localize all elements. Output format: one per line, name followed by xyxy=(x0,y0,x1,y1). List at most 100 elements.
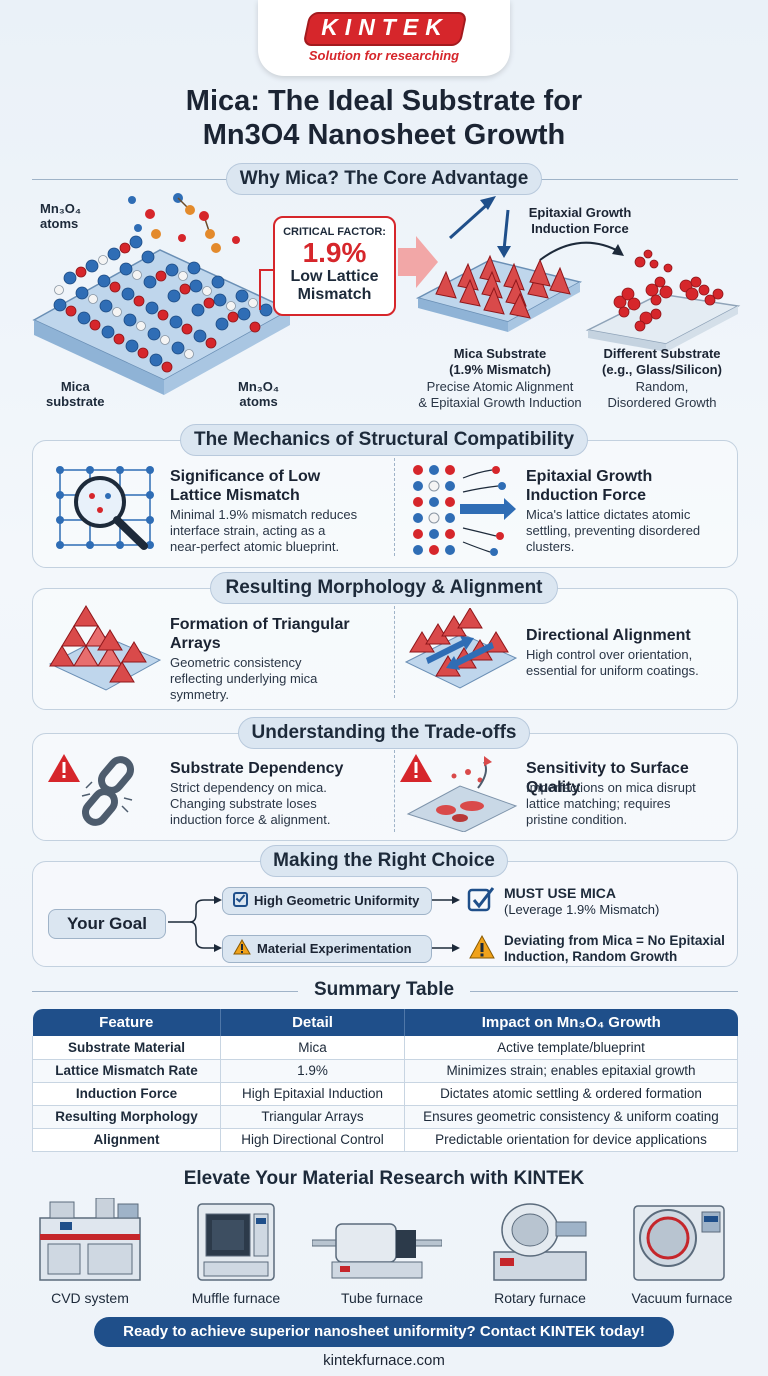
section-heading-choice: Making the Right Choice xyxy=(260,845,508,877)
different-substrate-desc: Random, Disordered Growth xyxy=(607,379,717,410)
atoms-label-top: Mn₃O₄ atoms xyxy=(40,201,82,231)
table-row: Resulting Morphology Triangular Arrays E… xyxy=(32,1105,738,1129)
table-cell: Alignment xyxy=(32,1128,221,1152)
disordered-clusters xyxy=(613,249,724,332)
atom-lattice xyxy=(53,235,273,373)
table-cell: Active template/blueprint xyxy=(404,1036,738,1060)
morphology-panel xyxy=(32,588,738,710)
floating-atoms xyxy=(128,193,240,253)
section-heading-why: Why Mica? The Core Advantage xyxy=(226,163,542,195)
tradeoffs-right-text: Imperfections on mica disrupt lattice ma… xyxy=(526,780,696,827)
morphology-left-title: Formation of Triangular Arrays xyxy=(170,616,350,652)
option-experimentation[interactable]: Material Experimentation xyxy=(222,935,432,963)
table-cell: Minimizes strain; enables epitaxial grow… xyxy=(404,1059,738,1083)
table-header-impact: Impact on Mn₃O₄ Growth xyxy=(404,1009,738,1036)
divider xyxy=(394,750,395,832)
brand-logo[interactable]: KINTEK xyxy=(321,14,449,40)
mica-substrate-title: Mica Substrate (1.9% Mismatch) xyxy=(449,346,551,377)
substrate-dependency-icon xyxy=(48,754,134,826)
triangle-array-icon xyxy=(48,605,162,691)
epitaxial-arrow-2 xyxy=(502,209,510,251)
product-label-vacuum[interactable]: Vacuum furnace xyxy=(631,1290,733,1306)
critical-desc: Low Lattice Mismatch xyxy=(290,268,379,303)
different-substrate-title: Different Substrate (e.g., Glass/Silicon… xyxy=(602,346,722,377)
atoms-induction-icon xyxy=(413,465,516,556)
section-heading-tradeoffs: Understanding the Trade-offs xyxy=(238,717,530,749)
critical-factor-box: CRITICAL FACTOR: 1.9% Low Lattice Mismat… xyxy=(273,216,396,316)
directional-alignment-icon xyxy=(404,608,518,689)
morphology-left-text: Geometric consistency reflecting underly… xyxy=(170,655,318,702)
arrow-right xyxy=(398,236,438,288)
checkbox-icon xyxy=(233,892,248,907)
mica-label: Mica substrate xyxy=(46,379,105,409)
title-line-1: Mica: The Ideal Substrate for xyxy=(185,85,583,117)
summary-heading: Summary Table xyxy=(313,979,455,1000)
products-heading: Elevate Your Material Research with KINT… xyxy=(183,1168,585,1189)
section-heading-mechanics: The Mechanics of Structural Compatibilit… xyxy=(180,424,588,456)
curved-arrow xyxy=(539,241,621,261)
product-label-rotary[interactable]: Rotary furnace xyxy=(494,1290,586,1306)
product-label-muffle[interactable]: Muffle furnace xyxy=(191,1290,281,1306)
critical-label: CRITICAL FACTOR: xyxy=(283,226,386,238)
epitaxial-arrow-1 xyxy=(448,200,492,240)
mechanics-left-text: Minimal 1.9% mismatch reduces interface … xyxy=(170,507,358,554)
magnifier-lattice-icon xyxy=(56,466,154,550)
epitaxial-label: Epitaxial Growth Induction Force xyxy=(528,205,632,236)
summary-table: Feature Detail Impact on Mn₃O₄ Growth Su… xyxy=(32,1009,738,1152)
morphology-right-text: High control over orientation, essential… xyxy=(526,647,699,678)
rotary-furnace-icon[interactable] xyxy=(490,1200,590,1284)
table-cell: Mica xyxy=(220,1036,405,1060)
product-label-tube[interactable]: Tube furnace xyxy=(341,1290,423,1306)
why-illustration xyxy=(32,193,741,395)
tradeoffs-left-text: Strict dependency on mica. Changing subs… xyxy=(170,780,331,827)
contact-cta-button[interactable]: Ready to achieve superior nanosheet unif… xyxy=(94,1317,674,1347)
brand-tagline: Solution for researching xyxy=(308,48,460,63)
section-heading-morphology: Resulting Morphology & Alignment xyxy=(210,572,558,604)
mechanics-right-title: Epitaxial Growth Induction Force xyxy=(526,468,653,504)
table-cell: High Epitaxial Induction xyxy=(220,1082,405,1106)
option-experimentation-label: Material Experimentation xyxy=(257,941,412,956)
connector-line xyxy=(259,269,273,310)
tradeoffs-right-title: Sensitivity to Surface Quality xyxy=(526,760,689,796)
table-cell: Resulting Morphology xyxy=(32,1105,221,1129)
product-label-cvd[interactable]: CVD system xyxy=(51,1290,129,1306)
tube-furnace-icon[interactable] xyxy=(312,1214,442,1284)
table-header-row: Feature Detail Impact on Mn₃O₄ Growth xyxy=(32,1009,738,1036)
triangle-nanosheets xyxy=(435,254,571,319)
table-row: Alignment High Directional Control Predi… xyxy=(32,1128,738,1152)
table-cell: Triangular Arrays xyxy=(220,1105,405,1129)
section-rule xyxy=(470,991,738,992)
result2-text: Deviating from Mica = No Epitaxial Induc… xyxy=(504,933,725,964)
website-link[interactable]: kintekfurnace.com xyxy=(323,1352,445,1369)
vacuum-furnace-icon[interactable] xyxy=(630,1196,730,1284)
table-cell: Ensures geometric consistency & uniform … xyxy=(404,1105,738,1129)
divider xyxy=(394,606,395,698)
table-row: Lattice Mismatch Rate 1.9% Minimizes str… xyxy=(32,1059,738,1083)
table-cell: High Directional Control xyxy=(220,1128,405,1152)
result1-title: MUST USE MICA xyxy=(504,885,616,901)
table-header-detail: Detail xyxy=(220,1009,405,1036)
table-cell: Dictates atomic settling & ordered forma… xyxy=(404,1082,738,1106)
warning-icon xyxy=(400,754,432,782)
mica-substrate-desc: Precise Atomic Alignment & Epitaxial Gro… xyxy=(418,379,582,410)
tradeoffs-panel xyxy=(32,733,738,841)
mechanics-left-title: Significance of Low Lattice Mismatch xyxy=(170,468,321,504)
surface-quality-icon xyxy=(400,754,518,832)
table-cell: 1.9% xyxy=(220,1059,405,1083)
mica-slab-front xyxy=(164,310,290,395)
muffle-furnace-icon[interactable] xyxy=(194,1198,278,1284)
table-cell: Predictable orientation for device appli… xyxy=(404,1128,738,1152)
result1-sub: (Leverage 1.9% Mismatch) xyxy=(504,902,660,917)
option-uniformity[interactable]: High Geometric Uniformity xyxy=(222,887,432,915)
goal-box: Your Goal xyxy=(48,909,166,939)
checkmark-icon xyxy=(467,887,495,912)
mica-slab-side xyxy=(34,320,164,395)
page-title: Mica: The Ideal Substrate for Mn3O4 Nano… xyxy=(0,84,768,152)
cvd-system-icon[interactable] xyxy=(36,1198,144,1284)
warning-icon xyxy=(233,938,251,964)
title-line-2: Mn3O4 Nanosheet Growth xyxy=(202,119,566,151)
warning-icon xyxy=(48,754,80,782)
table-cell: Substrate Material xyxy=(32,1036,221,1060)
mechanics-right-text: Mica's lattice dictates atomic settling,… xyxy=(526,507,701,554)
warning-icon xyxy=(469,934,495,959)
